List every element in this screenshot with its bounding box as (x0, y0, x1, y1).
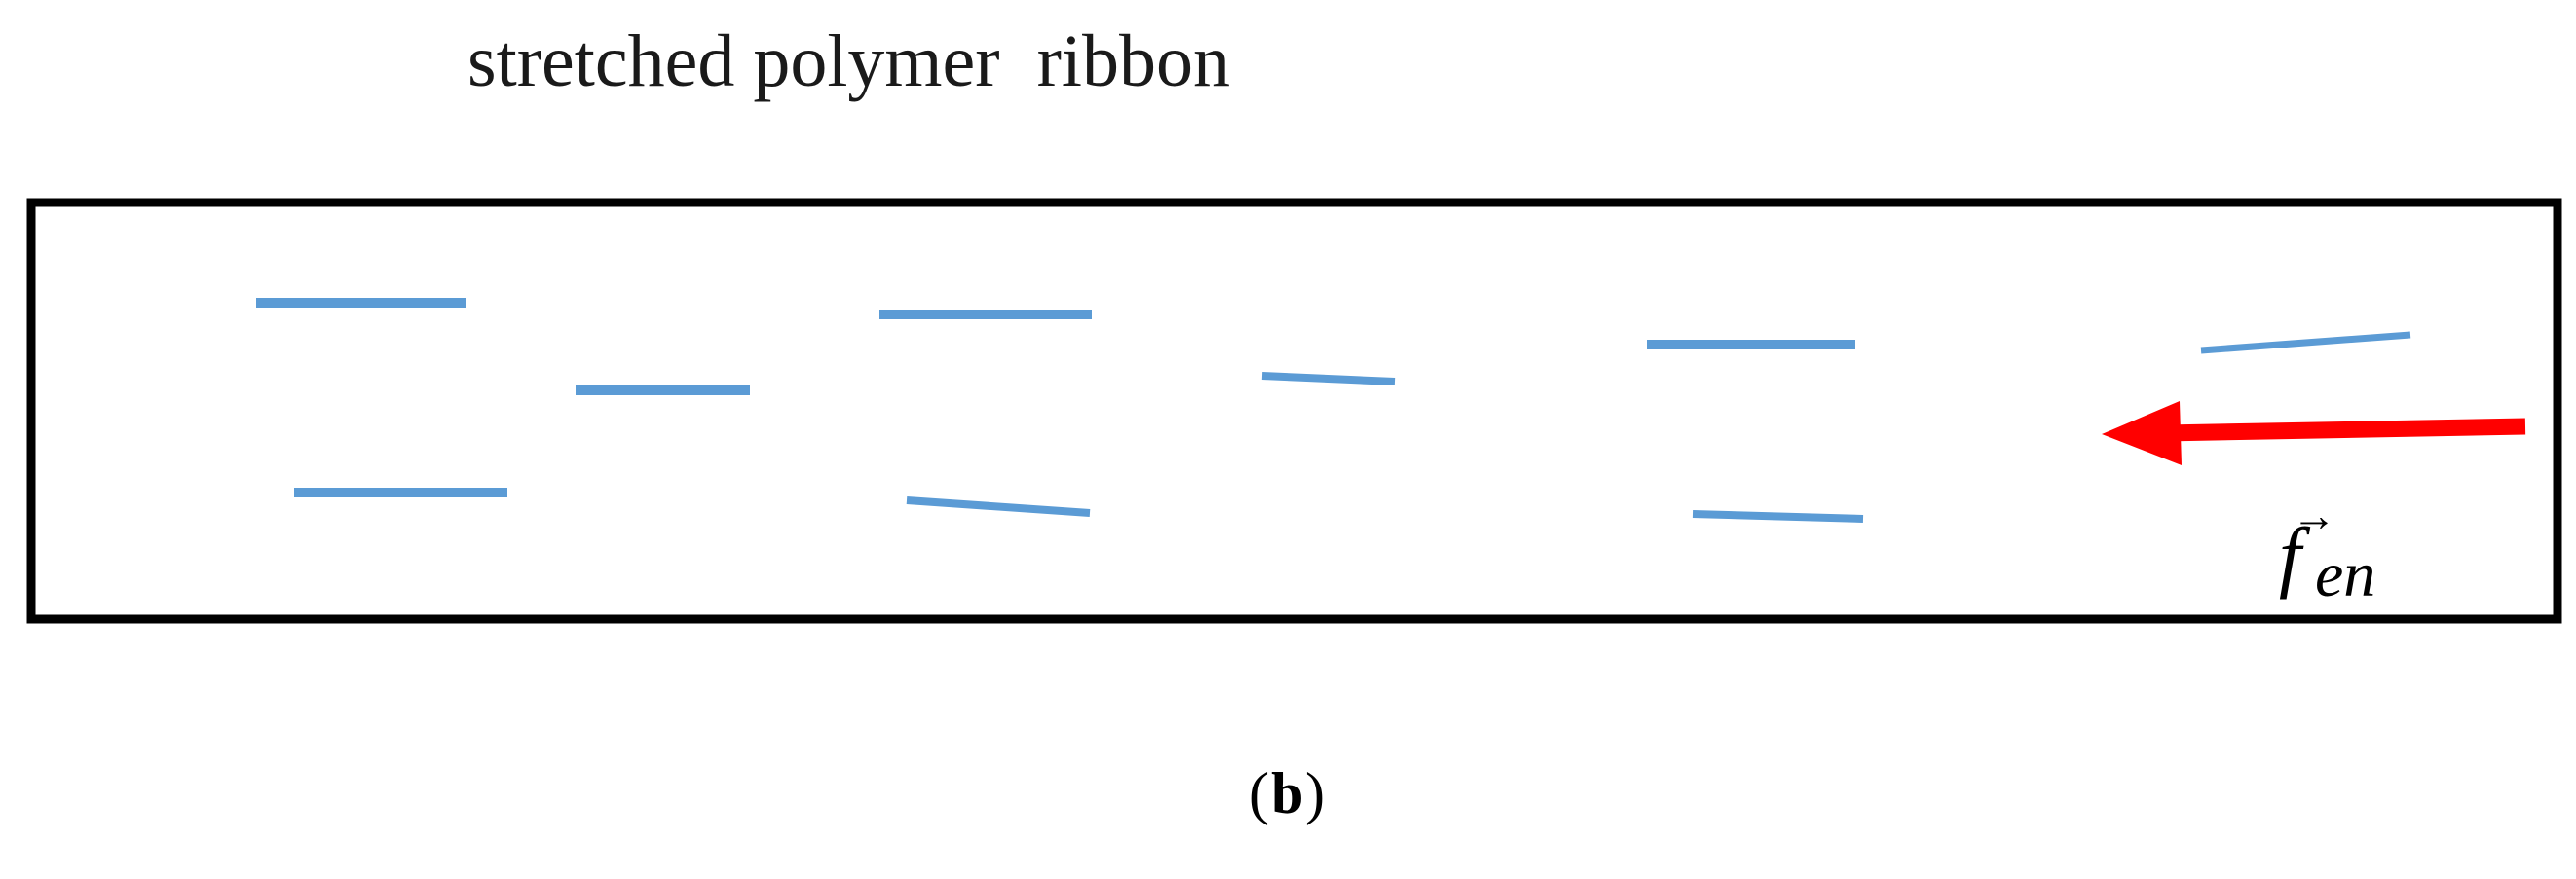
force-subscript: en (2315, 539, 2375, 610)
panel-label-open-paren: ( (1250, 761, 1269, 825)
panel-label-letter: b (1271, 761, 1303, 825)
molecule-rod (906, 496, 1091, 517)
force-arrow-head (2102, 401, 2182, 465)
force-label: → f en (2279, 491, 2375, 610)
polymer-ribbon-frame (26, 198, 2562, 624)
molecule-rod (2200, 331, 2411, 354)
molecule-rod (1261, 372, 1396, 385)
force-vector-arrow: → (2292, 491, 2336, 540)
force-arrow (2102, 401, 2526, 465)
figure-title: stretched polymer ribbon (467, 20, 1230, 102)
molecule-rod (1692, 510, 1864, 523)
molecule-group (256, 298, 2411, 523)
force-arrow-shaft (2163, 418, 2526, 442)
panel-label-close-paren: ) (1305, 761, 1325, 825)
panel-label: ( b ) (1250, 761, 1325, 825)
